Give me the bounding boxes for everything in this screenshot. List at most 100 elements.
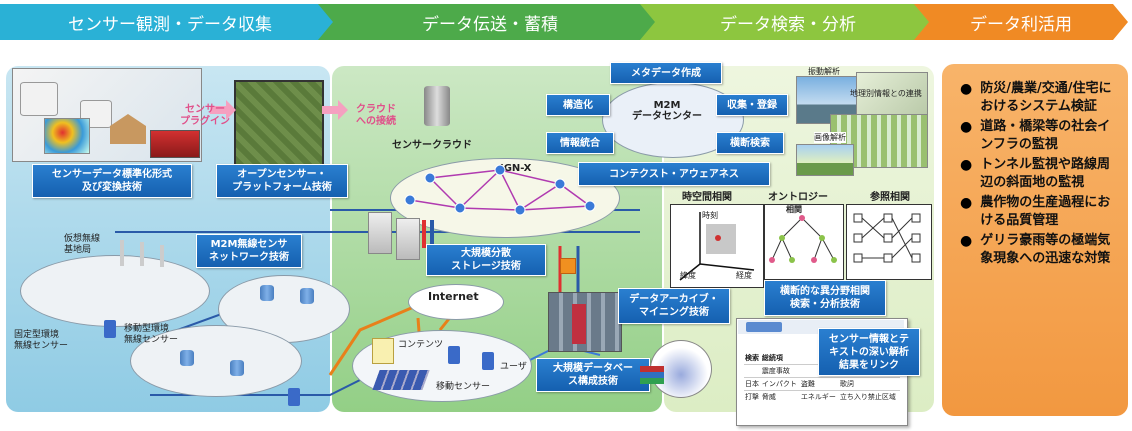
jgnx-mesh [404,164,596,216]
sensor-node-icon [260,285,274,301]
landscape-image [796,144,854,176]
list-item: ● ゲリラ豪雨等の極端気象現象への迅速な対策 [960,232,1120,268]
structure-label: 構造化 [563,99,593,111]
antenna-icon-3 [160,245,164,267]
deep-analysis-label: センサー情報とテ キストの深い解析 結果をリンク [829,333,909,371]
structure-box: 構造化 [546,94,610,116]
bullet-icon: ● [960,157,973,173]
virtual-base-cloud [20,255,210,327]
stage-utilization-label: データ利活用 [970,14,1072,35]
sensor-node-icon-3 [180,350,194,366]
panel-utilization [942,64,1128,416]
document-icon [372,338,394,364]
time-label: 時刻 [702,211,718,220]
context-label: コンテクスト・アウェアネス [609,168,739,180]
table-cell: 日本 [744,377,761,391]
integrate-box: 情報統合 [546,132,614,154]
archive-label: データアーカイブ・ マイニング技術 [629,294,719,318]
list-item: ●防災/農業/交通/住宅におけるシステム検証 [960,80,1120,116]
fixed-env-label: 固定型環境 無線センサー [14,330,69,351]
collect-label: 収集・登録 [727,99,777,111]
m2m-wireless-label: M2M無線センサ ネットワーク技術 [209,239,289,263]
table-cell: 打撃 [745,393,759,401]
image-analysis-label: 画像解析 [814,132,846,143]
m2m-wireless-box: M2M無線センサ ネットワーク技術 [196,234,302,268]
stage-sensor-label: センサー観測・データ収集 [68,14,272,35]
horizontal-search-label: 横断検索 [730,137,770,149]
circuit-board-image [234,80,324,166]
screenshot-logo [746,322,782,332]
list-item: ●道路・橋梁等の社会インフラの監視 [960,118,1120,154]
phone-icon-4 [482,352,494,370]
link-red [422,220,426,248]
horizontal-search-box: 横断検索 [716,132,784,154]
internet-label: Internet [428,290,479,303]
stage-transfer-label: データ伝送・蓄積 [422,14,558,35]
ontology-tree [769,215,837,263]
jgnx-label: JGN-X [500,163,532,174]
utilization-item: ゲリラ豪雨等の極端気象現象への迅速な対策 [980,233,1111,266]
spatiotemporal-title: 時空間相関 [682,192,732,203]
metadata-box: メタデータ作成 [610,62,722,84]
table-cell: 歌詞 [838,377,900,391]
stage-analysis: データ検索・分析 [640,4,936,40]
stage-sensor: センサー観測・データ収集 [0,4,340,40]
mobile-sensor-label: 移動センサー [436,382,491,392]
utilization-item: 道路・橋梁等の社会インフラの監視 [980,119,1111,152]
list-item: ●農作物の生産過程における品質管理 [960,194,1120,230]
collect-box: 収集・登録 [716,94,788,116]
utilization-item: 防災/農業/交通/住宅におけるシステム検証 [980,81,1112,114]
ontology-title: オントロジー [768,192,828,203]
sensor-node-icon-4 [230,360,244,376]
storage-box: 大規模分散 ストレージ技術 [426,244,546,276]
bullet-icon: ● [960,233,973,249]
reference-title: 参照相関 [870,192,910,203]
context-box: コンテクスト・アウェアネス [578,162,770,186]
database-label: 大規模データベー ス構成技術 [553,363,633,387]
books-icon [640,366,664,384]
deep-analysis-box: センサー情報とテ キストの深い解析 結果をリンク [818,328,920,376]
sensor-node-icon-2 [300,288,314,304]
link-blue [430,220,434,248]
list-item: ●トンネル監視や路線周辺の斜面地の監視 [960,156,1120,192]
phone-icon-3 [448,346,460,364]
arrow-to-board [210,100,236,120]
metadata-label: メタデータ作成 [631,67,701,79]
datacenter-rack-red [572,304,586,344]
antenna-icon [120,240,124,266]
cloud-connect-label: クラウド への接続 [356,104,396,127]
sensor-plugin-label: センサー プラグイン [180,104,230,127]
stage-utilization: データ利活用 [914,4,1128,40]
server-rack-icon [368,212,392,254]
fixed-sensor-cloud [130,325,302,397]
contents-label: コンテンツ [398,340,444,350]
vibration-label: 振動解析 [808,67,840,76]
spatiotemporal-axes [679,212,755,281]
table-cell [744,364,761,378]
train-image [150,130,200,158]
ontology-graph [764,204,844,280]
integrate-label: 情報統合 [560,137,600,149]
storage-label: 大規模分散 ストレージ技術 [451,248,521,272]
stage-transfer: データ伝送・蓄積 [318,4,662,40]
table-cell: 検索 [744,352,761,365]
open-sensor-label: オープンセンサー・ プラットフォーム技術 [232,169,332,193]
stage-analysis-label: データ検索・分析 [720,14,856,35]
m2m-center-label: M2M データセンター [632,100,702,122]
virtual-base-label: 仮想無線 基地局 [64,234,101,255]
table-row: 打撃 脅威 エネルギー 立ち入り禁止区域 [744,391,900,404]
phone-icon-2 [288,388,300,406]
archive-box: データアーカイブ・ マイニング技術 [618,288,730,324]
table-cell: 盗難 [799,377,839,391]
utilization-list: ●防災/農業/交通/住宅におけるシステム検証 ●道路・橋梁等の社会インフラの監視… [960,80,1120,270]
solar-panel-icon [372,370,430,390]
cross-field-box: 横断的な異分野相関 検索・分析技術 [764,280,886,316]
orange-cube-icon [560,258,576,274]
bullet-icon: ● [960,195,973,211]
arrow-to-cloud [322,100,348,120]
antenna-icon-2 [140,242,144,266]
table-row: 日本 インパクト 盗難 歌詞 [744,377,900,391]
sensor-cloud-server-icon [424,86,450,126]
lon-label: 経度 [736,271,752,280]
cross-field-label: 横断的な異分野相関 検索・分析技術 [780,286,870,310]
